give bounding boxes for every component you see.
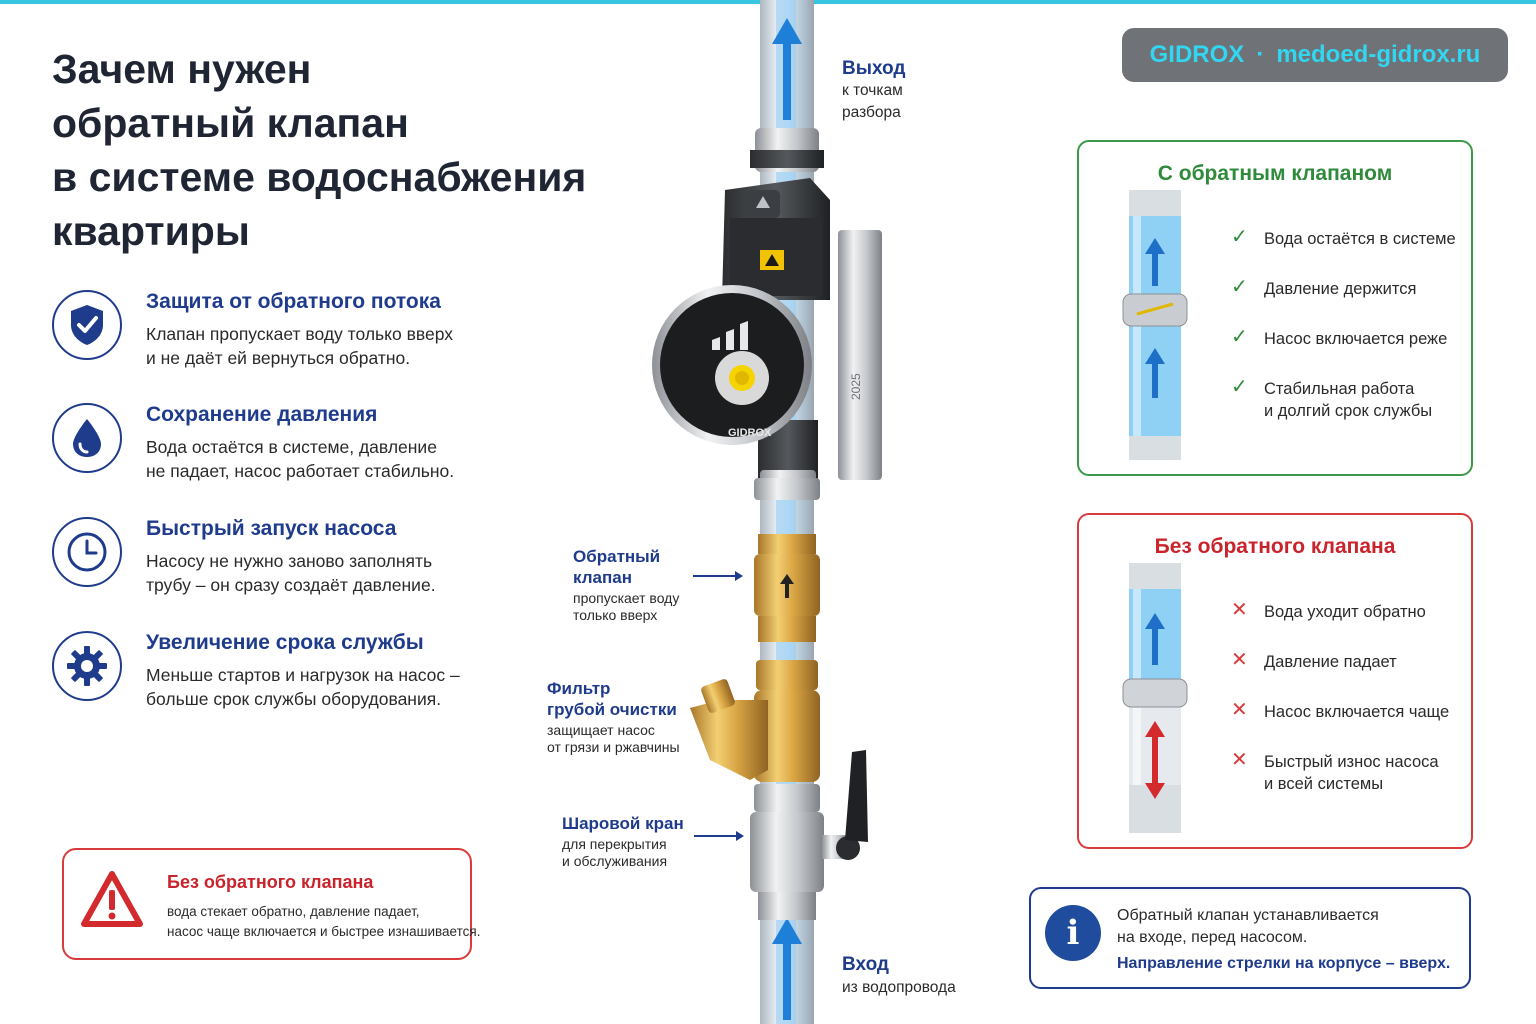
shield-check-icon <box>52 290 122 360</box>
arrow-up-icon <box>1145 238 1165 286</box>
list-item: ✕Насос включается чаще <box>1231 699 1450 721</box>
filter-label: Фильтр грубой очистки защищает насос от … <box>547 679 680 755</box>
ball-valve-label: Шаровой кран для перекрытия и обслуживан… <box>562 814 684 869</box>
plumbing-assembly-diagram: GIDROX 2025 <box>652 0 882 1024</box>
flow-arrow-up-icon <box>772 18 802 120</box>
feature-item-service-life: Увеличение срока службы Меньше стартов и… <box>52 631 572 721</box>
pump-brand-label: GIDROX <box>728 427 772 439</box>
cross-icon: ✕ <box>1231 649 1248 671</box>
ball-valve <box>750 750 868 920</box>
list-item: ✓Давление держится <box>1231 276 1417 298</box>
feature-title: Увеличение срока службы <box>146 631 424 654</box>
pointer-arrow-icon <box>693 571 743 581</box>
check-valve-label: Обратный клапан пропускает воду только в… <box>573 547 680 623</box>
feature-desc: Меньше стартов и нагрузок на насос –боль… <box>146 665 460 709</box>
outlet-label: Выход к точкам разбора <box>842 58 906 121</box>
circulation-pump: GIDROX 2025 <box>652 178 882 500</box>
list-item: ✓Вода остаётся в системе <box>1231 226 1456 248</box>
arrow-updown-icon <box>1145 721 1165 799</box>
feature-title: Быстрый запуск насоса <box>146 517 397 540</box>
list-item: ✕Давление падает <box>1231 649 1397 671</box>
warning-desc: вода стекает обратно, давление падает,на… <box>167 904 481 939</box>
brand-separator: · <box>1256 41 1265 68</box>
pump-year-label: 2025 <box>849 373 863 400</box>
warning-title: Без обратного клапана <box>167 872 374 892</box>
pipe-with-valve-illustration <box>1122 190 1188 460</box>
page-title: Зачем нужен обратный клапан в системе во… <box>52 46 587 254</box>
direction-arrow-icon <box>780 574 794 598</box>
brand-name: GIDROX <box>1149 41 1245 68</box>
flow-arrow-up-icon <box>772 918 802 1020</box>
problems-list: ✕Вода уходит обратно ✕Давление падает ✕Н… <box>1231 599 1450 801</box>
list-item: ✕Вода уходит обратно <box>1231 599 1426 621</box>
cross-icon: ✕ <box>1231 749 1248 771</box>
clock-icon <box>52 517 122 587</box>
strainer-filter <box>690 660 820 782</box>
feature-title: Защита от обратного потока <box>146 290 441 313</box>
panel-title: С обратным клапаном <box>1157 162 1393 185</box>
info-highlight: Направление стрелки на корпусе – вверх. <box>1117 955 1451 972</box>
warning-triangle-icon <box>80 870 144 933</box>
warning-box: Без обратного клапана вода стекает обрат… <box>62 848 480 960</box>
benefits-list: ✓Вода остаётся в системе ✓Давление держи… <box>1231 226 1456 428</box>
water-drop-icon <box>52 403 122 473</box>
list-item: ✓Насос включается реже <box>1231 326 1448 348</box>
feature-item-backflow: Защита от обратного потока Клапан пропус… <box>52 290 572 380</box>
brand-site-link[interactable]: medoed-gidrox.ru <box>1276 41 1481 68</box>
arrow-up-icon <box>1145 348 1165 398</box>
pipe-without-valve-illustration <box>1122 563 1188 833</box>
panel-title: Без обратного клапана <box>1154 535 1396 558</box>
brand-badge[interactable]: GIDROX · medoed-gidrox.ru <box>1122 28 1508 82</box>
check-icon: ✓ <box>1231 376 1248 398</box>
without-valve-panel: Без обратного клапана ✕Вода уходит обрат… <box>1077 513 1473 849</box>
check-icon: ✓ <box>1231 276 1248 298</box>
pointer-arrow-icon <box>694 831 744 841</box>
inlet-label: Вход из водопровода <box>842 954 956 996</box>
cross-icon: ✕ <box>1231 599 1248 621</box>
check-valve <box>754 534 820 642</box>
cross-icon: ✕ <box>1231 699 1248 721</box>
check-icon: ✓ <box>1231 226 1248 248</box>
feature-item-quick-start: Быстрый запуск насоса Насосу не нужно за… <box>52 517 572 607</box>
with-valve-panel: С обратным клапаном ✓Вода остаётся в сис… <box>1077 140 1473 476</box>
arrow-up-icon <box>1145 613 1165 665</box>
info-icon: i <box>1045 905 1101 961</box>
check-icon: ✓ <box>1231 326 1248 348</box>
feature-item-pressure: Сохранение давления Вода остаётся в сист… <box>52 403 572 493</box>
gear-icon <box>52 631 122 701</box>
feature-title: Сохранение давления <box>146 403 378 426</box>
